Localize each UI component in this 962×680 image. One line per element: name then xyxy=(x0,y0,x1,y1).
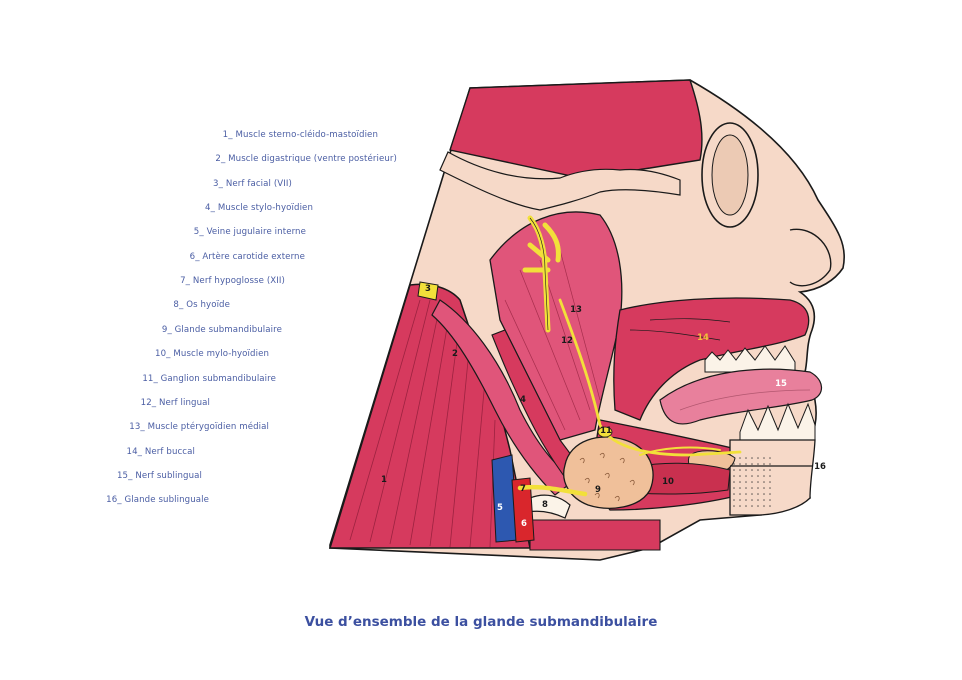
lingual-nerve xyxy=(558,298,742,457)
marker-14: 14 xyxy=(697,333,709,343)
marker-7: 7 xyxy=(520,484,526,494)
buccinator-muscle xyxy=(613,297,810,421)
marker-9: 9 xyxy=(595,485,601,495)
marker-2: 2 xyxy=(452,349,458,359)
submandibular-ganglion xyxy=(597,426,613,438)
marker-12: 12 xyxy=(561,336,573,346)
carotid-artery xyxy=(511,477,535,543)
tongue xyxy=(659,368,823,425)
marker-4: 4 xyxy=(520,395,526,405)
marker-8: 8 xyxy=(542,500,548,510)
marker-15: 15 xyxy=(775,379,787,389)
nose-outline xyxy=(789,228,832,287)
marker-1: 1 xyxy=(381,475,387,485)
marker-16: 16 xyxy=(814,462,826,472)
submandibular-gland xyxy=(563,436,654,509)
infrahyoid-muscle xyxy=(529,519,661,551)
hypoglossal-nerve xyxy=(517,484,588,497)
marker-10: 10 xyxy=(662,477,674,487)
facial-nerve-stub xyxy=(417,281,439,301)
figure-caption: Vue d’ensemble de la glande submandibula… xyxy=(304,614,658,630)
marker-5: 5 xyxy=(497,503,503,513)
marker-11: 11 xyxy=(600,426,612,436)
marker-13: 13 xyxy=(570,305,582,315)
zygomatic-band xyxy=(439,151,681,211)
digastric-muscle xyxy=(431,299,577,496)
marker-6: 6 xyxy=(521,519,527,529)
sublingual-nerve xyxy=(639,446,721,456)
marker-3: 3 xyxy=(425,284,431,294)
hyoid-bone xyxy=(527,494,571,519)
